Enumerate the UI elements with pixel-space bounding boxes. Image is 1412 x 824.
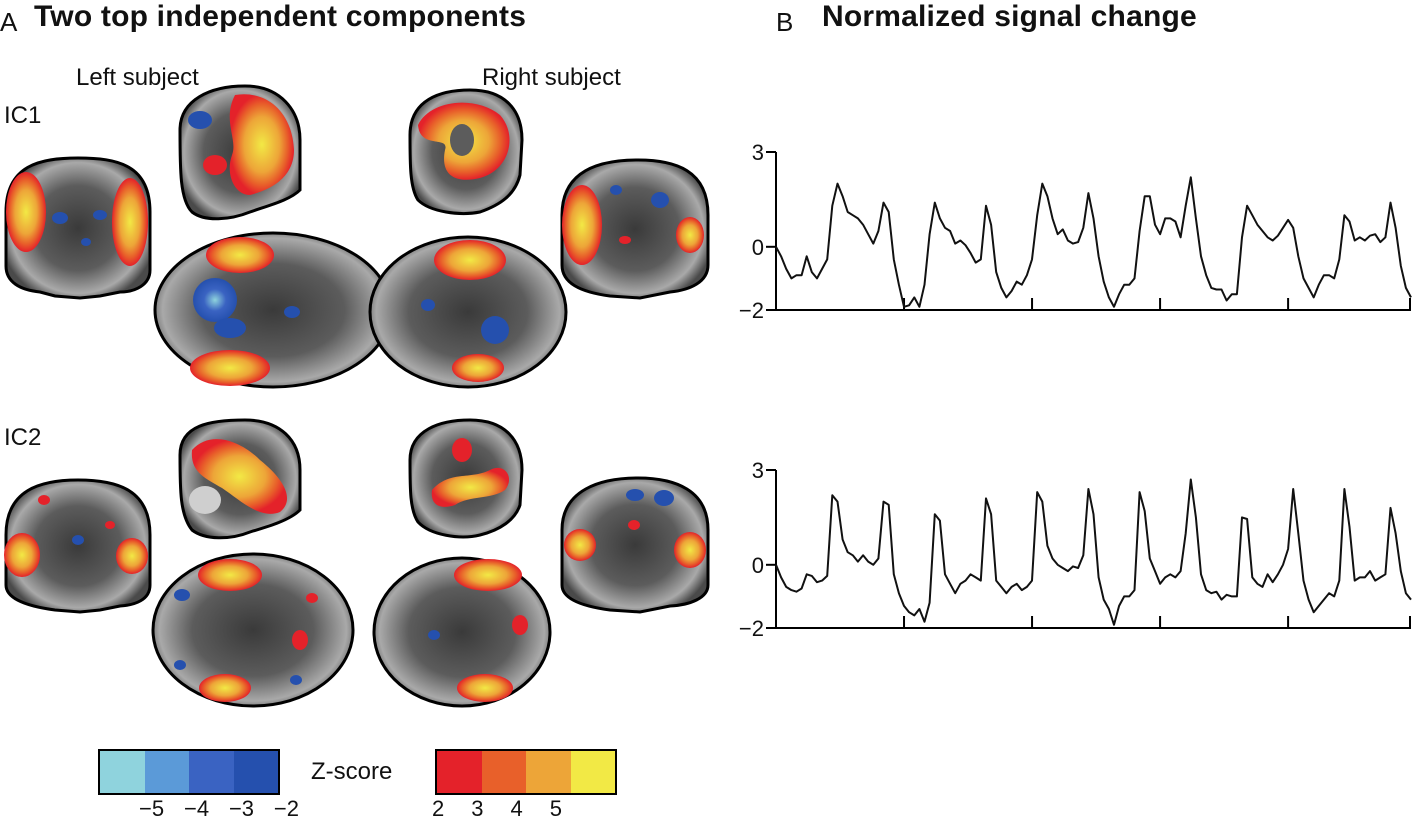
- neg-swatch-3: [189, 751, 234, 793]
- negative-colorbar-ticks: −5 −4 −3 −2: [139, 796, 299, 822]
- neg-tick-3: −3: [228, 796, 255, 821]
- positive-colorbar-ticks: 2 3 4 5: [432, 796, 562, 822]
- ic1-left-axial: [153, 231, 393, 389]
- ic1-left-sagittal: [178, 84, 302, 221]
- panel-a-title: Two top independent components: [34, 0, 527, 33]
- ic2-left-sagittal: [178, 418, 302, 540]
- negative-colorbar: [98, 749, 280, 795]
- neg-tick-2: −4: [183, 796, 210, 821]
- y-tick-label: 3: [752, 140, 764, 165]
- panel-b-title: Normalized signal change: [822, 0, 1197, 33]
- ic1-timecourse-chart: 3 0 −2: [739, 140, 1412, 323]
- y-tick-label: −2: [739, 298, 764, 323]
- neg-swatch-1: [100, 751, 145, 793]
- y-tick-label: 3: [752, 458, 764, 483]
- ic2-right-axial: [372, 556, 552, 708]
- brain-maps: [4, 84, 710, 708]
- positive-colorbar: [435, 749, 617, 795]
- ic2-right-sagittal: [408, 418, 524, 539]
- ic1-label: IC1: [4, 102, 42, 129]
- ic2-right-coronal: [560, 476, 710, 614]
- pos-swatch-1: [437, 751, 482, 793]
- panel-a-letter: A: [0, 7, 18, 37]
- left-subject-label: Left subject: [76, 64, 199, 91]
- ic1-left-coronal: [4, 156, 152, 300]
- zscore-label: Z-score: [311, 758, 393, 785]
- panel-b-letter: B: [776, 7, 794, 37]
- pos-swatch-3: [526, 751, 571, 793]
- neg-tick-4: −2: [273, 796, 299, 821]
- pos-tick-3: 4: [510, 796, 523, 821]
- pos-swatch-2: [481, 751, 526, 793]
- ic2-timecourse-chart: 3 0 −2: [739, 458, 1412, 641]
- neg-swatch-2: [144, 751, 189, 793]
- pos-tick-2: 3: [471, 796, 484, 821]
- right-subject-label: Right subject: [482, 64, 621, 91]
- y-tick-label: −2: [739, 616, 764, 641]
- neg-swatch-4: [233, 751, 278, 793]
- ic2-left-coronal: [4, 478, 152, 614]
- y-tick-label: 0: [752, 235, 764, 260]
- timecourse-line-ic2: [775, 478, 1412, 626]
- ic1-right-axial: [368, 235, 568, 389]
- pos-swatch-4: [570, 751, 615, 793]
- ic1-right-coronal: [560, 158, 710, 300]
- neg-tick-1: −5: [139, 796, 165, 821]
- pos-tick-4: 5: [549, 796, 562, 821]
- y-tick-label: 0: [752, 553, 764, 578]
- ic2-left-axial: [151, 552, 355, 708]
- ic2-label: IC2: [4, 424, 42, 451]
- pos-tick-1: 2: [432, 796, 445, 821]
- ic1-right-sagittal: [408, 88, 524, 215]
- timecourse-line-ic1: [775, 176, 1412, 308]
